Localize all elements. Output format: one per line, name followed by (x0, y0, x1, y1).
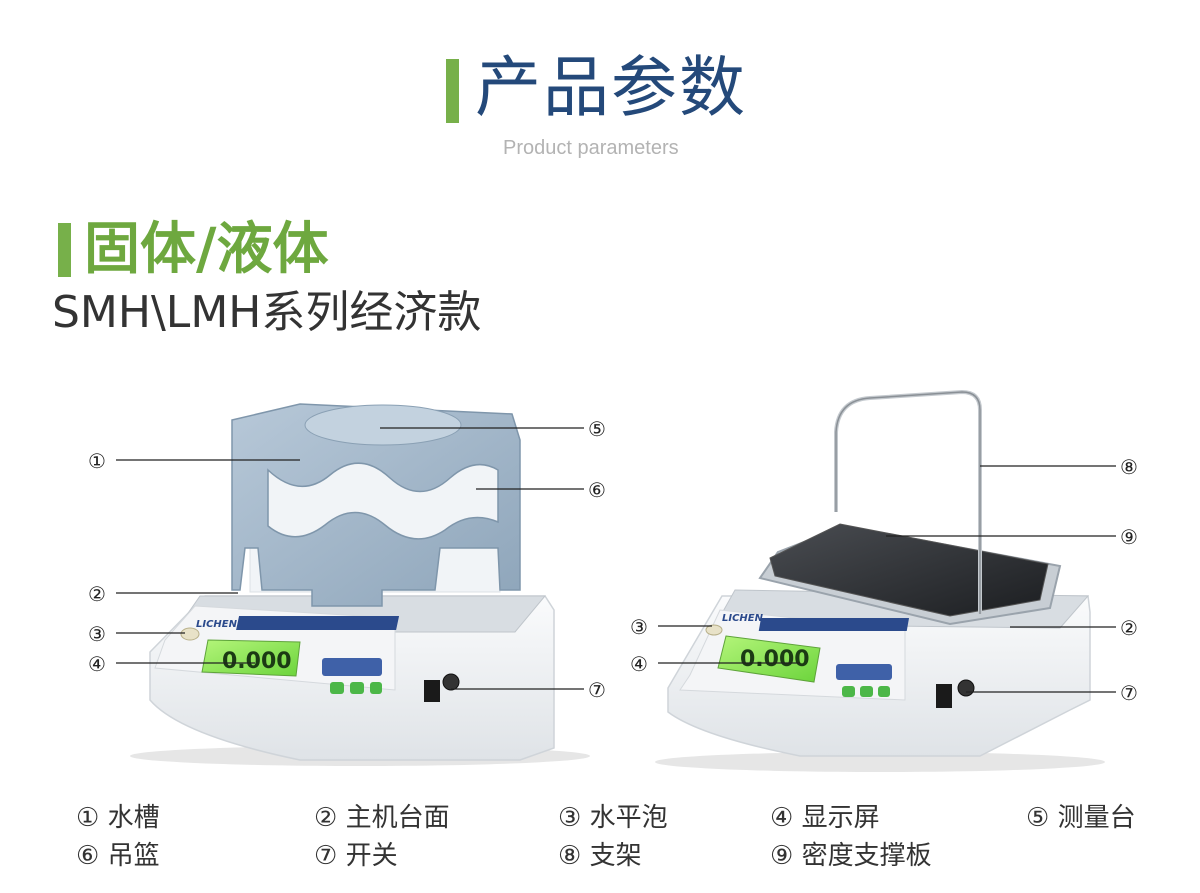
left-brand-logo: LICHEN (196, 619, 238, 630)
legend-item-5: ⑤ 测量台 (1026, 803, 1136, 833)
header-accent-bar (446, 59, 459, 123)
right-shadow (655, 752, 1105, 772)
legend-item-2: ② 主机台面 (314, 803, 450, 833)
right-brand-logo: LICHEN (722, 613, 764, 624)
left-power-switch (424, 680, 440, 702)
left-callouts (116, 427, 584, 690)
legend-item-6: ⑥ 吊篮 (76, 841, 160, 871)
callout-num-7: ⑦ (588, 678, 606, 702)
right-balance: LICHEN 0.000 (655, 389, 1105, 772)
right-wire-bracket-edge (835, 391, 981, 614)
callout-num-3r: ③ (630, 615, 648, 639)
left-lcd (201, 639, 301, 677)
right-green-key-3 (878, 686, 890, 697)
page-title: 产品参数 (475, 49, 747, 126)
legend-item-9: ⑨ 密度支撑板 (770, 841, 932, 871)
left-level-bubble (180, 627, 200, 641)
right-level-bubble (705, 624, 723, 636)
right-function-keys (836, 664, 892, 680)
left-green-key-3 (370, 682, 382, 694)
left-balance: LICHEN 0.000 (130, 403, 590, 766)
left-green-key (330, 682, 344, 694)
left-green-key-2 (350, 682, 364, 694)
page-subtitle: Product parameters (503, 137, 679, 159)
callout-num-2: ② (88, 582, 106, 606)
right-lcd-value: 0.000 (740, 647, 810, 672)
section-title: 固体/液体 (84, 217, 329, 282)
right-callouts (658, 465, 1116, 693)
legend-item-4: ④ 显示屏 (770, 803, 880, 833)
left-measure-cage (231, 403, 521, 607)
callout-num-4: ④ (88, 652, 106, 676)
callout-num-8: ⑧ (1120, 455, 1138, 479)
left-power-socket (442, 673, 460, 691)
right-power-switch (936, 684, 952, 708)
section-accent-bar (58, 223, 71, 277)
right-callout-numbers: ⑧ ⑨ ② ③ ④ ⑦ (630, 455, 1138, 705)
left-lcd-value: 0.000 (222, 649, 292, 674)
right-lcd (717, 635, 821, 683)
left-callout-numbers: ① ② ③ ④ ⑤ ⑥ ⑦ (88, 417, 606, 702)
callout-num-2r: ② (1120, 616, 1138, 640)
legend-item-7: ⑦ 开关 (314, 841, 398, 871)
callout-num-6: ⑥ (588, 478, 606, 502)
left-measure-table (304, 404, 462, 446)
right-green-key-2 (860, 686, 873, 697)
section-subtitle: SMH\LMH系列经济款 (52, 287, 482, 338)
left-function-keys (322, 658, 382, 676)
right-brand-strip (758, 618, 910, 631)
right-green-key (842, 686, 855, 697)
callout-num-1: ① (88, 449, 106, 473)
legend-item-1: ① 水槽 (76, 803, 160, 833)
callout-num-9: ⑨ (1120, 525, 1138, 549)
callout-num-3: ③ (88, 622, 106, 646)
legend-item-3: ③ 水平泡 (558, 803, 668, 833)
left-brand-strip (236, 616, 400, 630)
callout-num-5: ⑤ (588, 417, 606, 441)
right-power-socket (957, 679, 975, 697)
callout-num-4r: ④ (630, 652, 648, 676)
callout-num-7r: ⑦ (1120, 681, 1138, 705)
legend-item-8: ⑧ 支架 (558, 841, 642, 871)
